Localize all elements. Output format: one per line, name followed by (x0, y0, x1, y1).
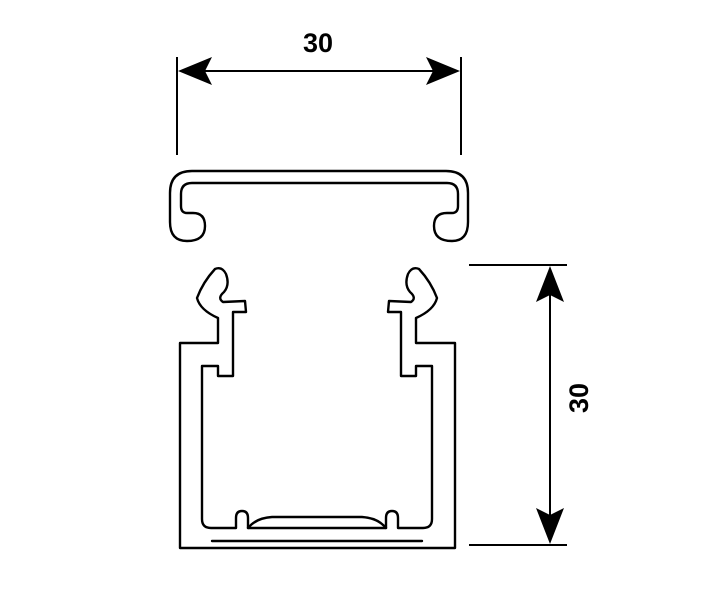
base-inner-rib (246, 515, 388, 530)
height-arrow-top (536, 266, 564, 302)
width-arrow-right (426, 57, 460, 85)
height-arrow-bottom (536, 508, 564, 544)
base-outer-profile (178, 266, 457, 550)
trunking-lid (168, 169, 470, 243)
width-dimension: 30 (176, 28, 462, 155)
width-arrow-left (178, 57, 212, 85)
width-dimension-label: 30 (303, 28, 333, 58)
trunking-base (178, 266, 457, 550)
lid-profile (168, 169, 470, 243)
height-dimension: 30 (469, 264, 594, 546)
height-dimension-label: 30 (564, 383, 594, 413)
